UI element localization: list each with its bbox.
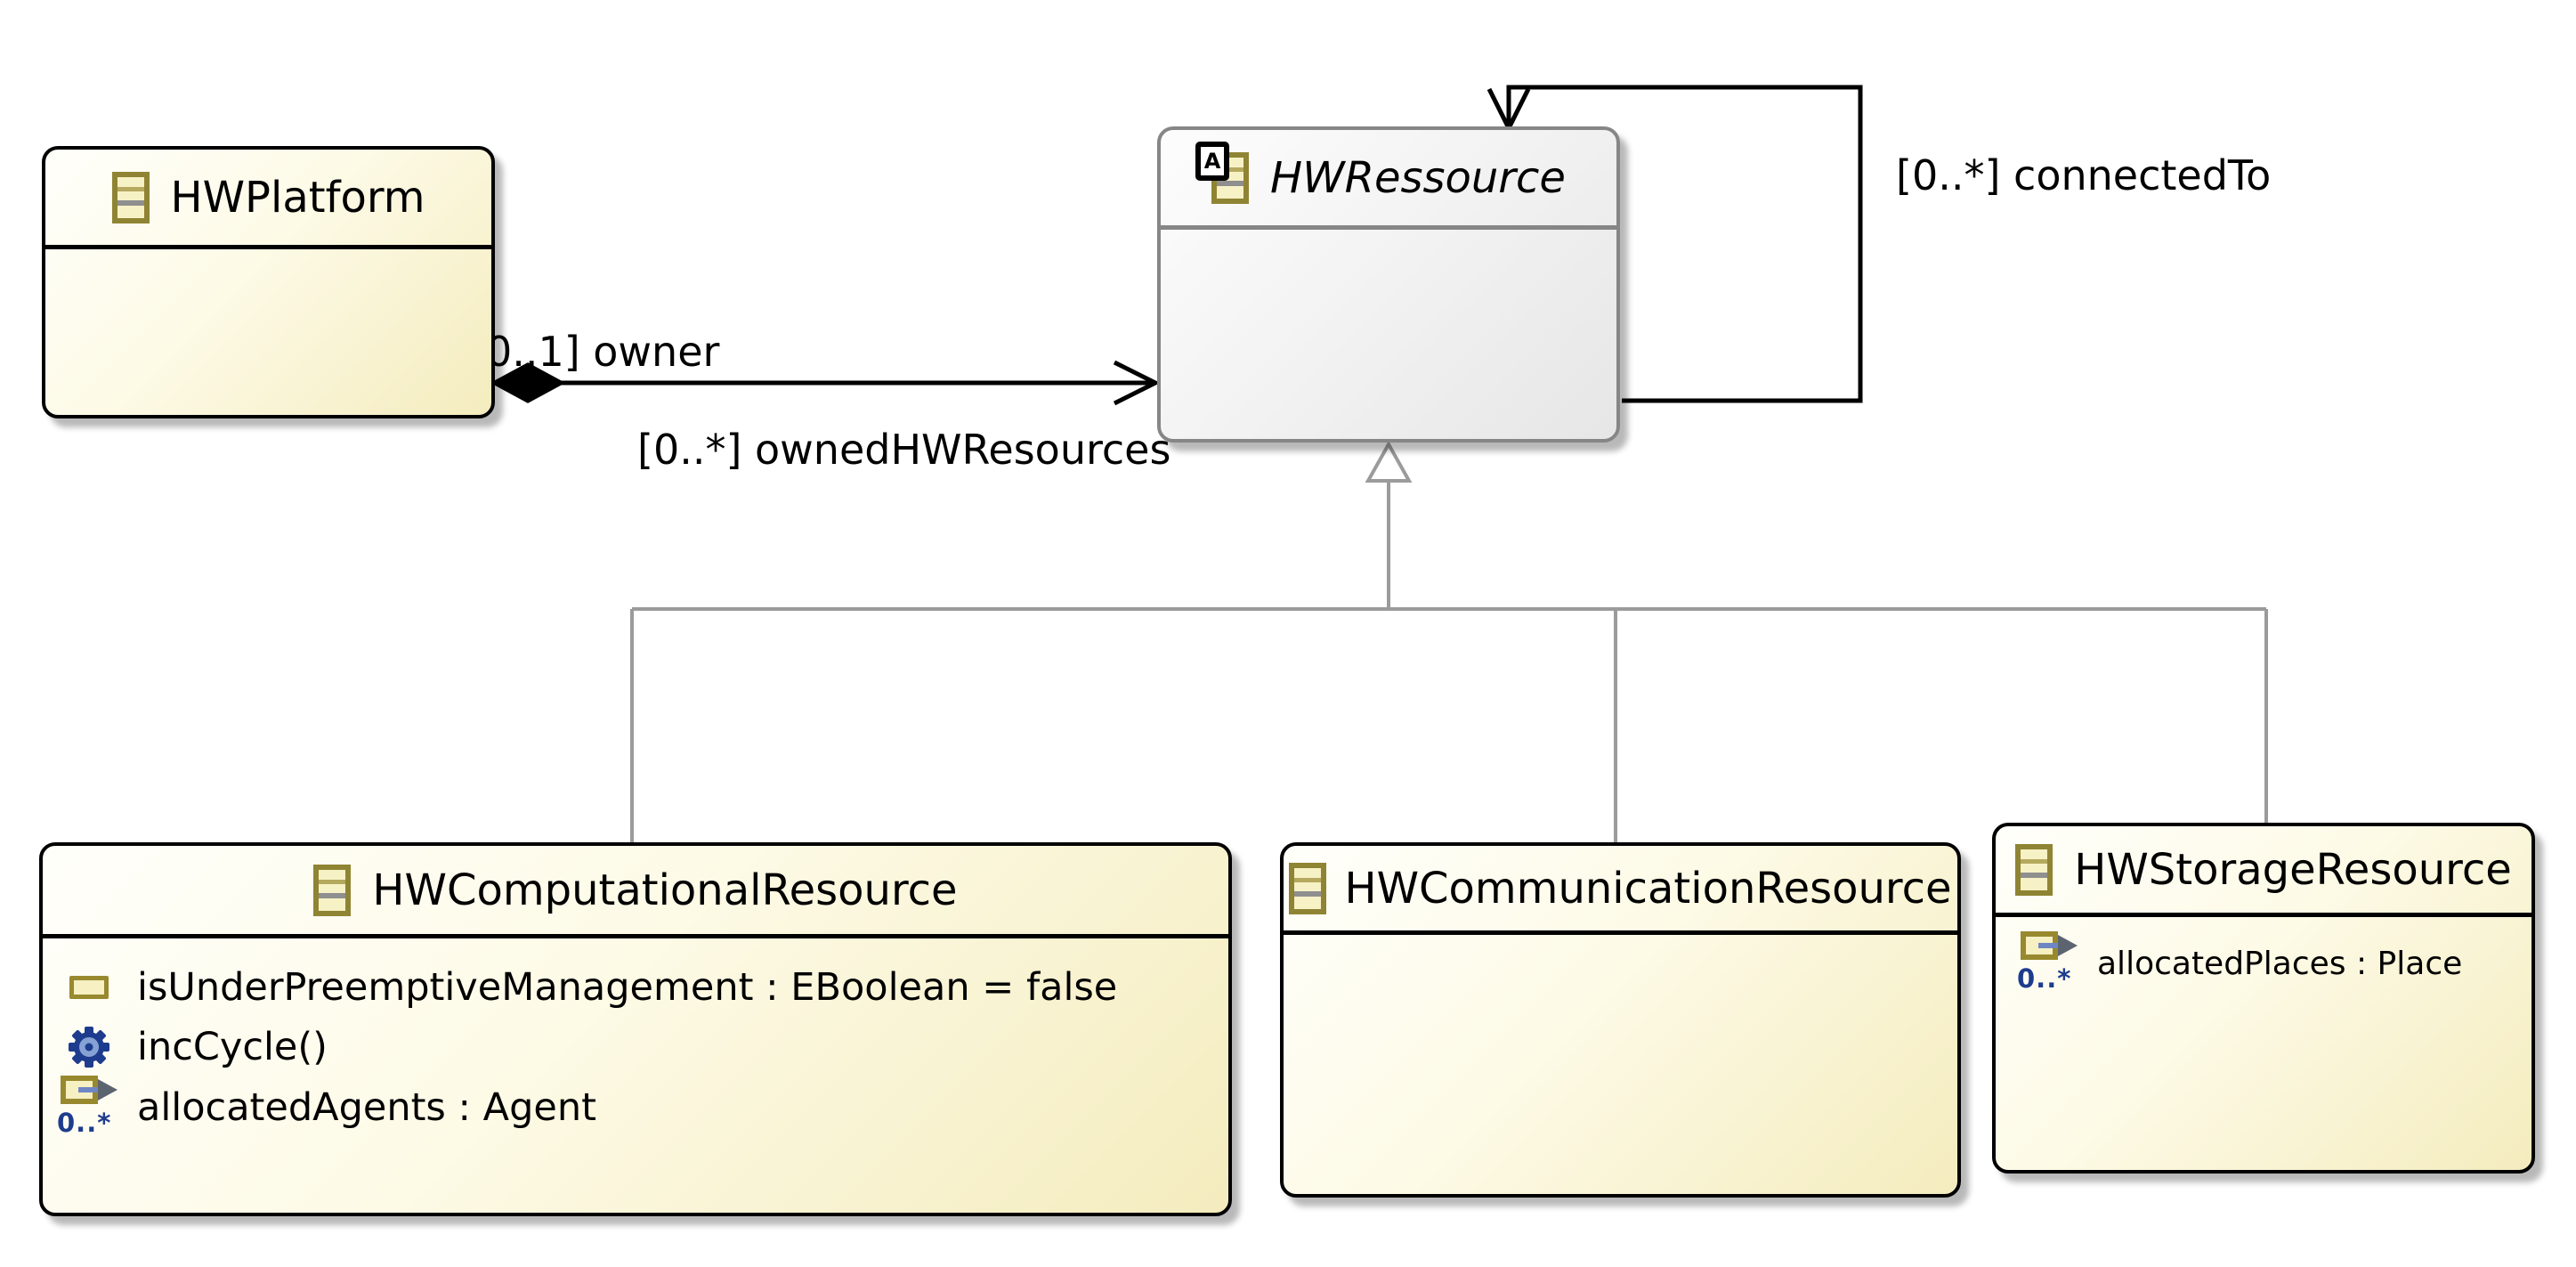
ownedhwresources-label[interactable]: [0..*] ownedHWResources (637, 426, 1171, 474)
owner-association-edge[interactable] (490, 360, 1161, 406)
attribute-isunderpreemptivemanagement[interactable]: isUnderPreemptiveManagement : EBoolean =… (61, 959, 1117, 1016)
generalization-edge[interactable] (630, 440, 2268, 842)
class-hwstorageresource[interactable]: HWStorageResource 0..* allocatedPlaces :… (1992, 823, 2535, 1174)
multiplicity-badge: 0..* (2017, 963, 2072, 994)
member-text: allocatedPlaces : Place (2097, 945, 2463, 982)
ereference-icon: 0..* (2017, 931, 2078, 995)
connectedto-label[interactable]: [0..*] connectedTo (1896, 151, 2272, 199)
owner-label[interactable]: [0..1] owner (470, 328, 720, 376)
eclass-icon (313, 864, 352, 916)
class-hwcomputationalresource[interactable]: HWComputationalResource isUnderPreemptiv… (39, 842, 1232, 1216)
class-hwcomputationalresource-header: HWComputationalResource (43, 846, 1228, 938)
class-hwressource-header: A HWRessource (1161, 130, 1616, 230)
class-title: HWComputationalResource (372, 865, 958, 915)
class-hwcommunicationresource-header: HWCommunicationResource (1284, 846, 1957, 935)
multiplicity-badge: 0..* (57, 1108, 112, 1138)
eoperation-gear-icon (61, 1026, 117, 1068)
class-hwstorageresource-header: HWStorageResource (1996, 826, 2531, 917)
reference-allocatedagents[interactable]: 0..* allocatedAgents : Agent (57, 1076, 596, 1140)
abstract-eclass-icon: A (1195, 141, 1250, 204)
operation-inccycle[interactable]: incCycle() (61, 1019, 328, 1076)
class-title: HWCommunicationResource (1344, 863, 1952, 914)
reference-allocatedplaces[interactable]: 0..* allocatedPlaces : Place (2017, 931, 2463, 995)
eclass-icon (2015, 843, 2054, 896)
abstract-badge: A (1195, 141, 1230, 181)
class-hwressource[interactable]: A HWRessource (1157, 126, 1620, 443)
eattribute-icon (61, 976, 117, 999)
member-text: incCycle() (137, 1025, 328, 1069)
member-text: isUnderPreemptiveManagement : EBoolean =… (137, 965, 1118, 1010)
class-title: HWPlatform (170, 172, 425, 223)
eclass-icon (111, 171, 150, 223)
class-title: HWRessource (1270, 152, 1566, 203)
ereference-icon: 0..* (57, 1076, 117, 1140)
class-title: HWStorageResource (2074, 844, 2512, 895)
eclass-icon (1289, 862, 1327, 914)
class-hwcommunicationresource[interactable]: HWCommunicationResource (1280, 842, 1961, 1198)
class-hwplatform-header: HWPlatform (45, 150, 491, 249)
class-hwplatform[interactable]: HWPlatform (42, 146, 495, 418)
member-text: allocatedAgents : Agent (137, 1085, 596, 1130)
